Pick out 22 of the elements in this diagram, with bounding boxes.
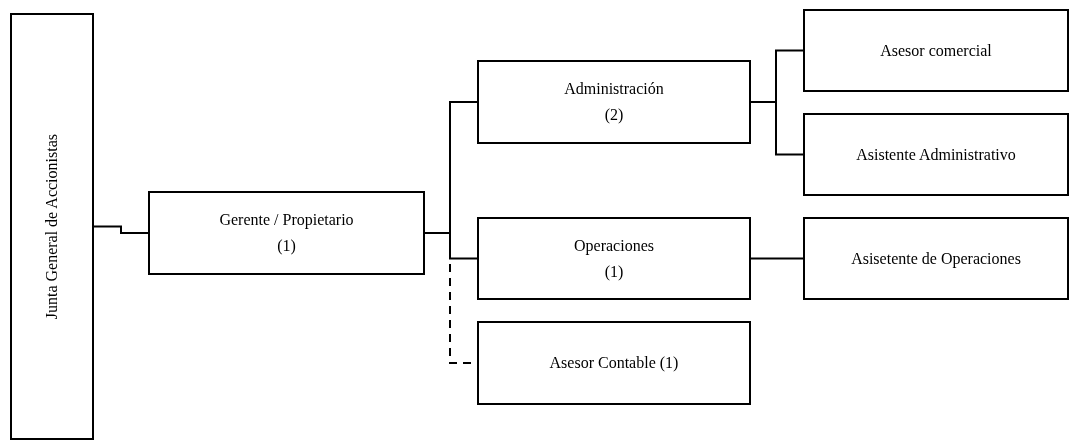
org-box (477, 60, 751, 144)
box-count: (1) (277, 237, 296, 255)
connector-line (750, 257, 804, 260)
org-box (477, 217, 751, 300)
box-title: Administración (564, 80, 664, 98)
org-box (803, 9, 1069, 92)
box-title: Operaciones (574, 236, 654, 255)
org-box (803, 217, 1069, 300)
box-count: (2) (604, 106, 624, 124)
connector-line (750, 101, 804, 156)
org-box (148, 191, 425, 275)
box-title: Asisetente de Operaciones (851, 249, 1021, 268)
box-title: Gerente / Propietario (219, 211, 354, 229)
org-box (803, 113, 1069, 196)
box-title: Asesor Contable (1) (549, 354, 679, 372)
org-box (477, 321, 751, 405)
box-count: (1) (604, 262, 624, 281)
connector-line (93, 225, 149, 234)
box-title: Junta General de Accionistas (43, 133, 61, 320)
box-title: Asistente Administrativo (856, 145, 1016, 164)
box-title: Asesor comercial (880, 41, 992, 60)
org-box (10, 13, 94, 440)
